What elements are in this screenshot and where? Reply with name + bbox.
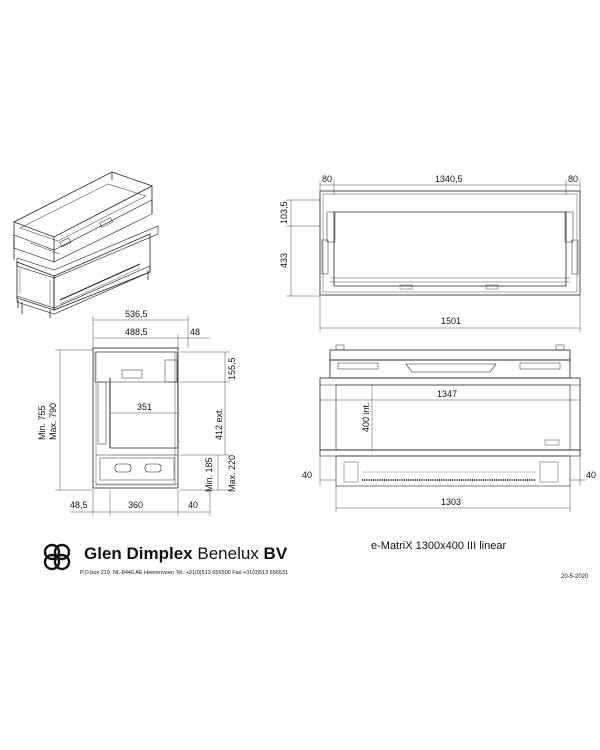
company-name-light: Benelux [197,544,259,563]
dim-side-w2: 488,5 [125,327,148,337]
company-name-bold: Glen Dimplex [84,544,193,563]
dim-side-min755: Min. 755 [37,405,47,440]
knot-logo-icon [43,543,71,571]
top-view [319,190,581,296]
top-view-dimensions [286,180,581,332]
dim-top-h1: 103,5 [279,201,289,224]
dim-front-l40: 40 [302,470,312,480]
dim-side-w1: 536,5 [125,309,148,319]
dim-side-min185: Min. 185 [204,457,214,492]
dim-front-int: 400 int. [361,402,371,432]
front-view [319,344,581,487]
isometric-view [13,171,159,318]
dim-side-mid: 351 [137,402,152,412]
dim-top-width: 1501 [441,316,461,326]
front-view-dimensions [319,385,586,512]
dim-side-b1: 48,5 [70,500,88,510]
drawing-date: 20-5-2020 [561,574,589,580]
side-view-dimensions [55,316,230,516]
dim-side-max220: Max. 220 [227,455,237,492]
dim-front-bottom: 1303 [441,497,461,507]
company-name-suffix: BV [263,544,288,563]
dim-side-b2: 360 [128,500,143,510]
dim-front-r40: 40 [586,470,596,480]
company-address: P.O.box 219, NL-8440 AE Heerenveen Tel.:… [80,570,289,576]
dim-top-left: 80 [322,174,332,184]
product-title: e-MatriX 1300x400 III linear [371,540,507,552]
dim-side-ext: 412 ext. [214,408,224,440]
side-view [92,347,179,489]
dim-front-w: 1347 [437,389,457,399]
dim-top-right: 80 [568,174,578,184]
dim-side-max790: Max. 790 [48,403,58,440]
dim-side-w3: 48 [190,327,200,337]
company-name: Glen Dimplex Benelux BV [84,544,287,564]
dim-top-mid: 1340,5 [435,174,463,184]
dim-side-h1: 155,5 [227,357,237,380]
dim-top-h2: 433 [279,253,289,268]
dim-side-b3: 40 [188,500,198,510]
